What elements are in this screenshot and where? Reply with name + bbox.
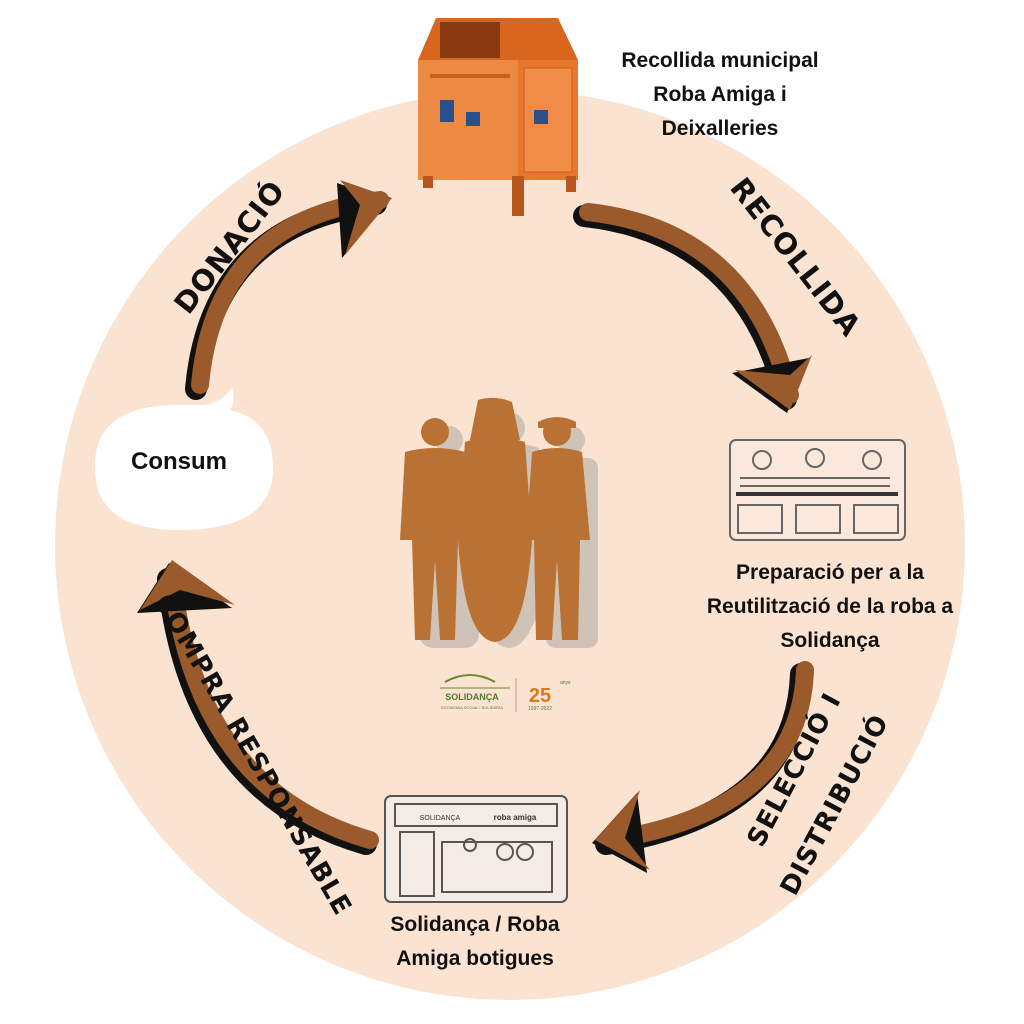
consum-label: Consum bbox=[131, 448, 227, 475]
collection-point-label: Recollida municipal Roba Amiga i Deixall… bbox=[621, 49, 819, 140]
arrow-recollida bbox=[573, 203, 812, 413]
logo-anniversary-suffix: anys bbox=[560, 680, 571, 686]
consum-speech-bubble bbox=[94, 388, 274, 530]
preparation-label: Preparació per a la Reutilització de la … bbox=[706, 561, 954, 652]
logo-tagline-text: ECONOMIA SOCIAL I SOLIDÀRIA bbox=[441, 705, 503, 710]
sorting-line-icon bbox=[729, 439, 906, 541]
shop-sign-roba-amiga: roba amiga bbox=[494, 813, 537, 822]
logo-brand-text: SOLIDANÇA bbox=[445, 692, 499, 702]
shop-icon: SOLIDANÇA roba amiga bbox=[384, 795, 568, 903]
logo-anniversary-number: 25 bbox=[529, 685, 551, 707]
shops-label: Solidança / Roba Amiga botigues bbox=[390, 913, 560, 970]
arrow-compra bbox=[137, 560, 379, 855]
people-figures-icon bbox=[400, 397, 598, 648]
arrow-seleccio bbox=[592, 661, 814, 873]
solidanca-logo: SOLIDANÇA ECONOMIA SOCIAL I SOLIDÀRIA 25… bbox=[440, 674, 571, 712]
logo-years-text: 1997-2022 bbox=[528, 706, 552, 712]
clothing-container-icon bbox=[418, 18, 578, 216]
shop-sign-brand: SOLIDANÇA bbox=[420, 815, 461, 822]
arrow-donacio bbox=[185, 180, 392, 400]
